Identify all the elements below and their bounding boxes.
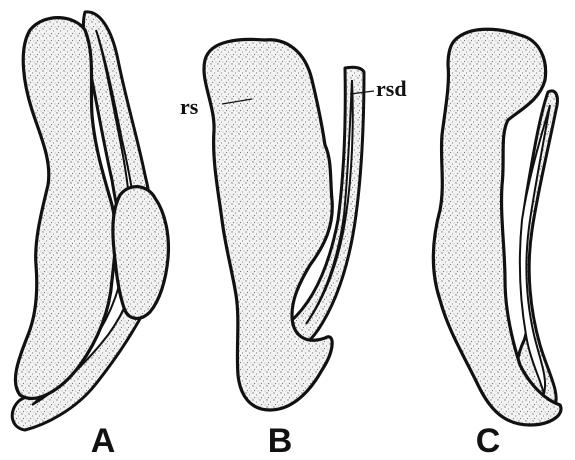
rs-label: rs [180, 94, 199, 119]
panel-a-label: A [91, 422, 116, 460]
panel-c: C [433, 29, 561, 460]
rsd-label: rsd [376, 76, 407, 101]
panel-c-label: C [476, 422, 501, 460]
panel-a-lobes [113, 187, 169, 319]
panel-b-body [204, 39, 332, 410]
panel-b-label: B [268, 422, 293, 460]
panel-a: A [12, 12, 168, 460]
panel-b: B rs rsd [180, 39, 407, 460]
